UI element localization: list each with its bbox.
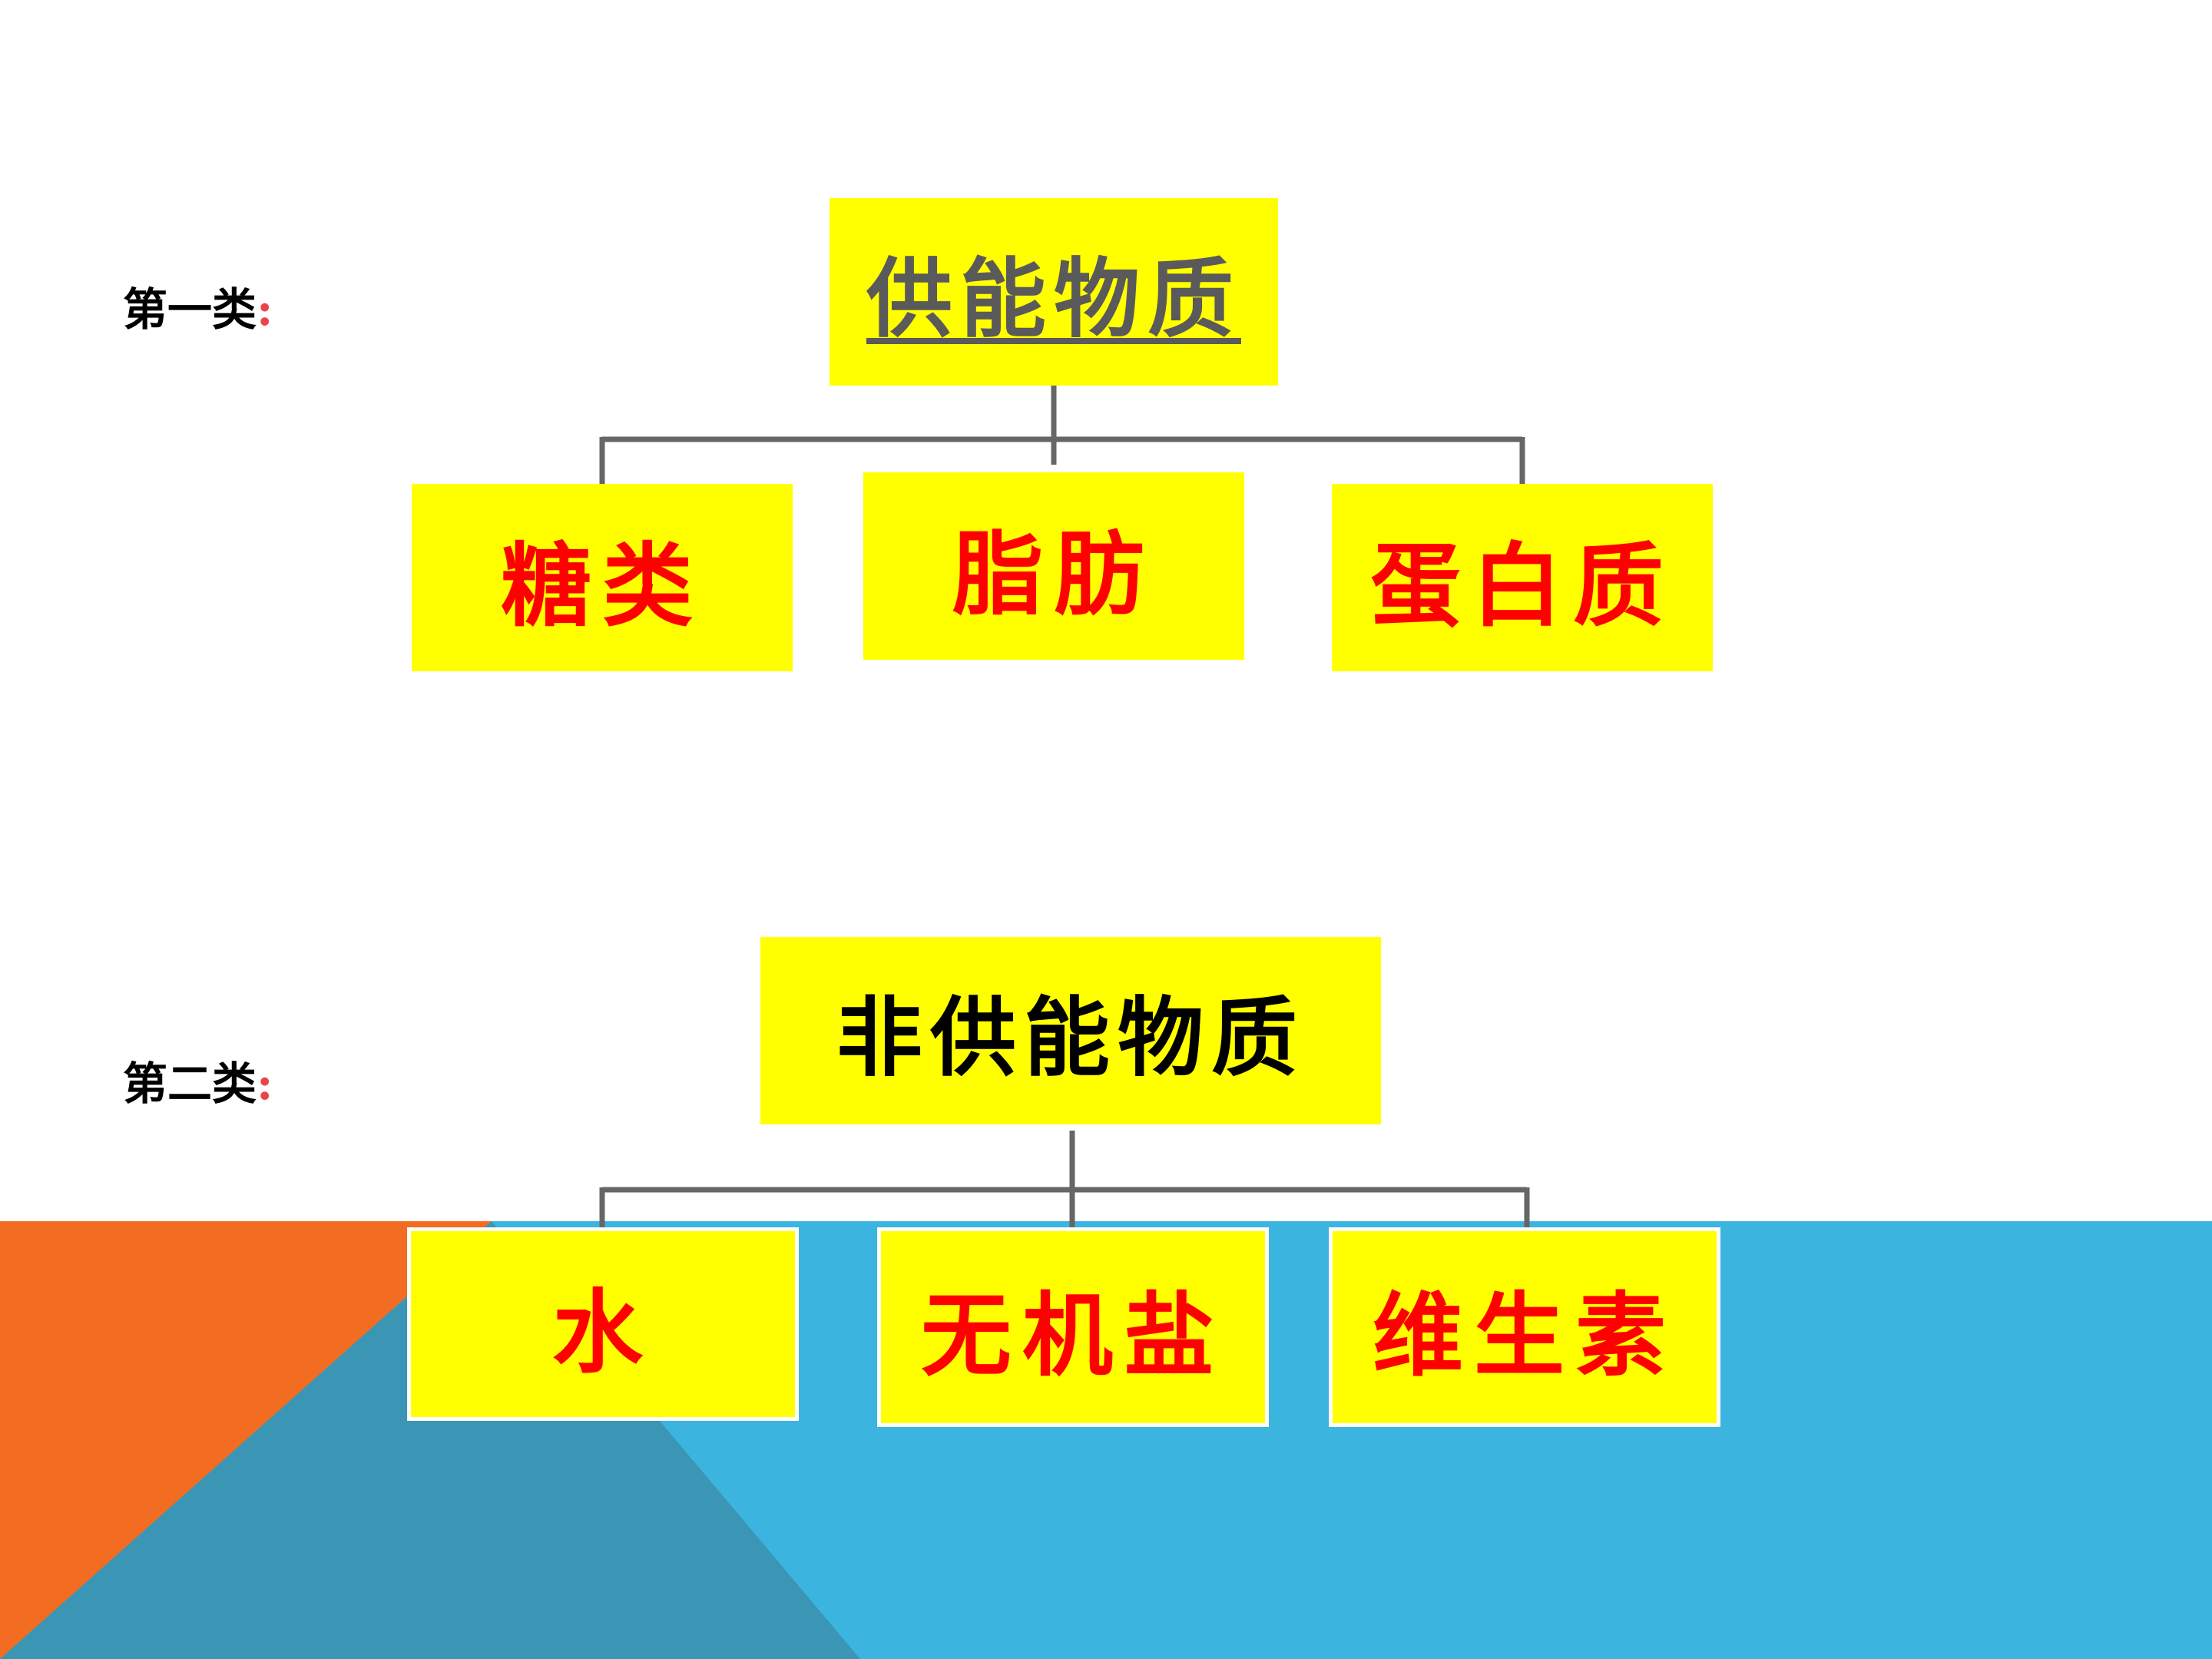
child-node-minerals-text: 无机盐 xyxy=(920,1281,1225,1389)
category-label-2-text: 第二类 xyxy=(123,1058,257,1110)
child-node-proteins: 蛋白质 xyxy=(1332,484,1713,671)
category-label-2-separator: : xyxy=(257,1058,273,1110)
child-node-proteins-text: 蛋白质 xyxy=(1369,531,1674,639)
child-node-water: 水 xyxy=(407,1227,799,1421)
category-label-1-separator: : xyxy=(257,283,273,336)
root-node-energy-substances: 供能物质 xyxy=(830,198,1278,386)
child-node-vitamins: 维生素 xyxy=(1329,1227,1720,1427)
category-label-1: 第一类: xyxy=(123,273,273,338)
child-node-sugars-text: 糖类 xyxy=(500,531,704,639)
child-node-fats: 脂肪 xyxy=(863,472,1244,660)
child-node-minerals: 无机盐 xyxy=(877,1227,1269,1427)
category-label-1-text: 第一类 xyxy=(123,283,257,336)
child-node-sugars: 糖类 xyxy=(412,484,793,671)
root-node-non-energy-substances-text: 非供能物质 xyxy=(836,988,1305,1088)
child-node-water-text: 水 xyxy=(551,1278,654,1386)
category-label-2: 第二类: xyxy=(123,1048,273,1112)
child-node-vitamins-text: 维生素 xyxy=(1372,1281,1677,1389)
child-node-fats-text: 脂肪 xyxy=(952,520,1155,628)
root-node-energy-substances-text: 供能物质 xyxy=(866,249,1241,349)
root-node-non-energy-substances: 非供能物质 xyxy=(760,937,1381,1124)
